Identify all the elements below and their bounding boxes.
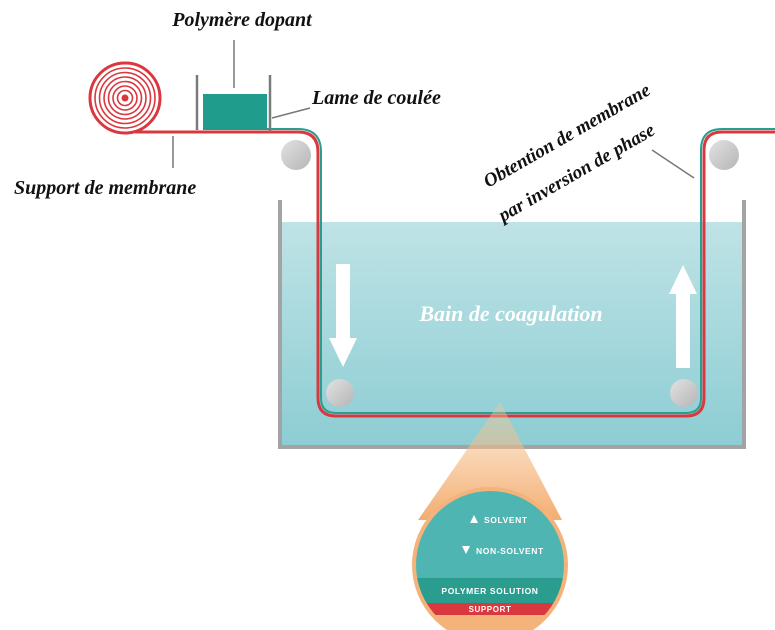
coagulation-bath <box>280 222 744 447</box>
zoom-cone <box>418 402 562 520</box>
leader-obtention <box>651 149 695 179</box>
label-solvent: SOLVENT <box>484 515 528 525</box>
membrane-support-path <box>135 130 775 418</box>
triangle-down-icon <box>462 546 470 554</box>
triangle-up-icon <box>470 515 478 523</box>
roller-top-left <box>281 140 311 170</box>
membrane-roll-icon <box>88 61 162 135</box>
polymer-reservoir <box>195 75 272 132</box>
label-coagulation-bath: Bain de coagulation <box>418 301 602 326</box>
polymer-coating-path <box>265 128 775 414</box>
label-polymer-solution: POLYMER SOLUTION <box>441 586 538 596</box>
label-support: SUPPORT <box>469 605 512 614</box>
roller-bottom-right <box>670 379 698 407</box>
label-membrane-support: Support de membrane <box>14 177 196 199</box>
arrow-down-icon <box>329 264 357 367</box>
roller-top-right <box>709 140 739 170</box>
arrow-up-icon <box>669 265 697 368</box>
roller-bottom-left <box>326 379 354 407</box>
label-non-solvent: NON-SOLVENT <box>476 546 544 556</box>
label-polymer-dopant: Polymère dopant <box>171 9 313 31</box>
leader-blade <box>271 107 311 119</box>
label-casting-blade: Lame de coulée <box>311 87 441 109</box>
